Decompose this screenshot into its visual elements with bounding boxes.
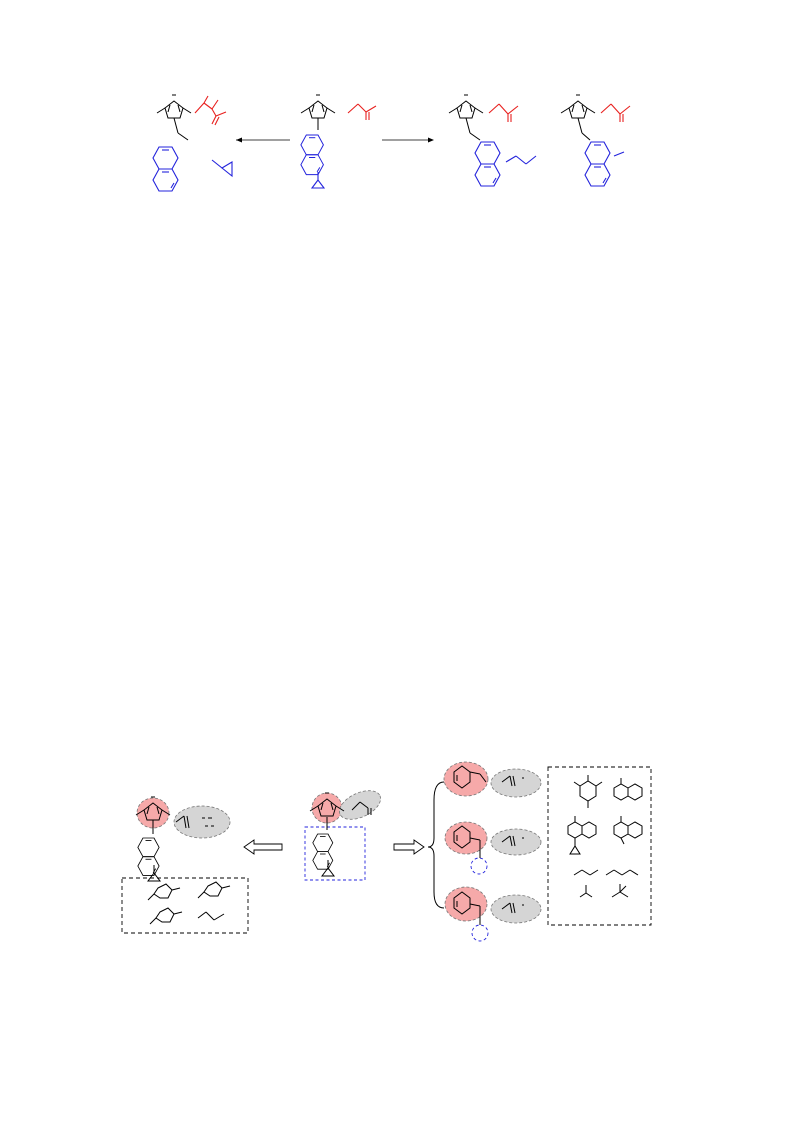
grey-highlight <box>173 805 231 839</box>
side-chain <box>347 103 377 120</box>
imidazole-ring <box>448 94 484 119</box>
grey-highlight <box>339 790 381 820</box>
pink-highlight <box>136 797 170 829</box>
propyl-chain <box>505 155 537 165</box>
naphthalene-ring <box>137 837 160 876</box>
series-row-3 <box>444 886 542 942</box>
side-chain <box>175 815 214 829</box>
naphthalene-box <box>304 826 366 881</box>
bottom-center-scaffold <box>304 790 381 881</box>
bottom-left-scaffold <box>121 796 249 934</box>
naphthalene-ring <box>300 134 324 176</box>
series-row-1 <box>443 761 542 798</box>
bottom-right-series <box>427 761 652 942</box>
substituent-box <box>547 766 652 926</box>
naphthalene-ring <box>152 146 179 192</box>
naphthalene-ring <box>312 833 334 870</box>
imidazole-ring <box>560 94 596 119</box>
series-row-2 <box>444 821 542 875</box>
side-chain <box>194 95 227 126</box>
substituent-set <box>567 775 643 898</box>
side-chain <box>600 103 631 122</box>
substituent-box <box>121 877 249 934</box>
brace <box>427 781 445 909</box>
top-right-analog-b <box>560 94 631 187</box>
side-chain <box>351 801 372 815</box>
arrowhead-right <box>428 137 434 143</box>
substituent-set <box>147 881 231 925</box>
top-left-analog <box>152 94 233 192</box>
top-center-lead <box>300 94 377 189</box>
arrowhead-left <box>236 137 242 143</box>
imidazole-ring <box>156 94 192 119</box>
hollow-arrow-right <box>393 839 425 855</box>
hollow-arrow-left <box>243 839 283 855</box>
naphthalene-ring <box>474 141 501 187</box>
imidazole-ring <box>300 94 336 119</box>
naphthalene-ring <box>584 141 611 187</box>
top-right-analog-a <box>448 94 537 187</box>
side-chain <box>488 103 519 122</box>
